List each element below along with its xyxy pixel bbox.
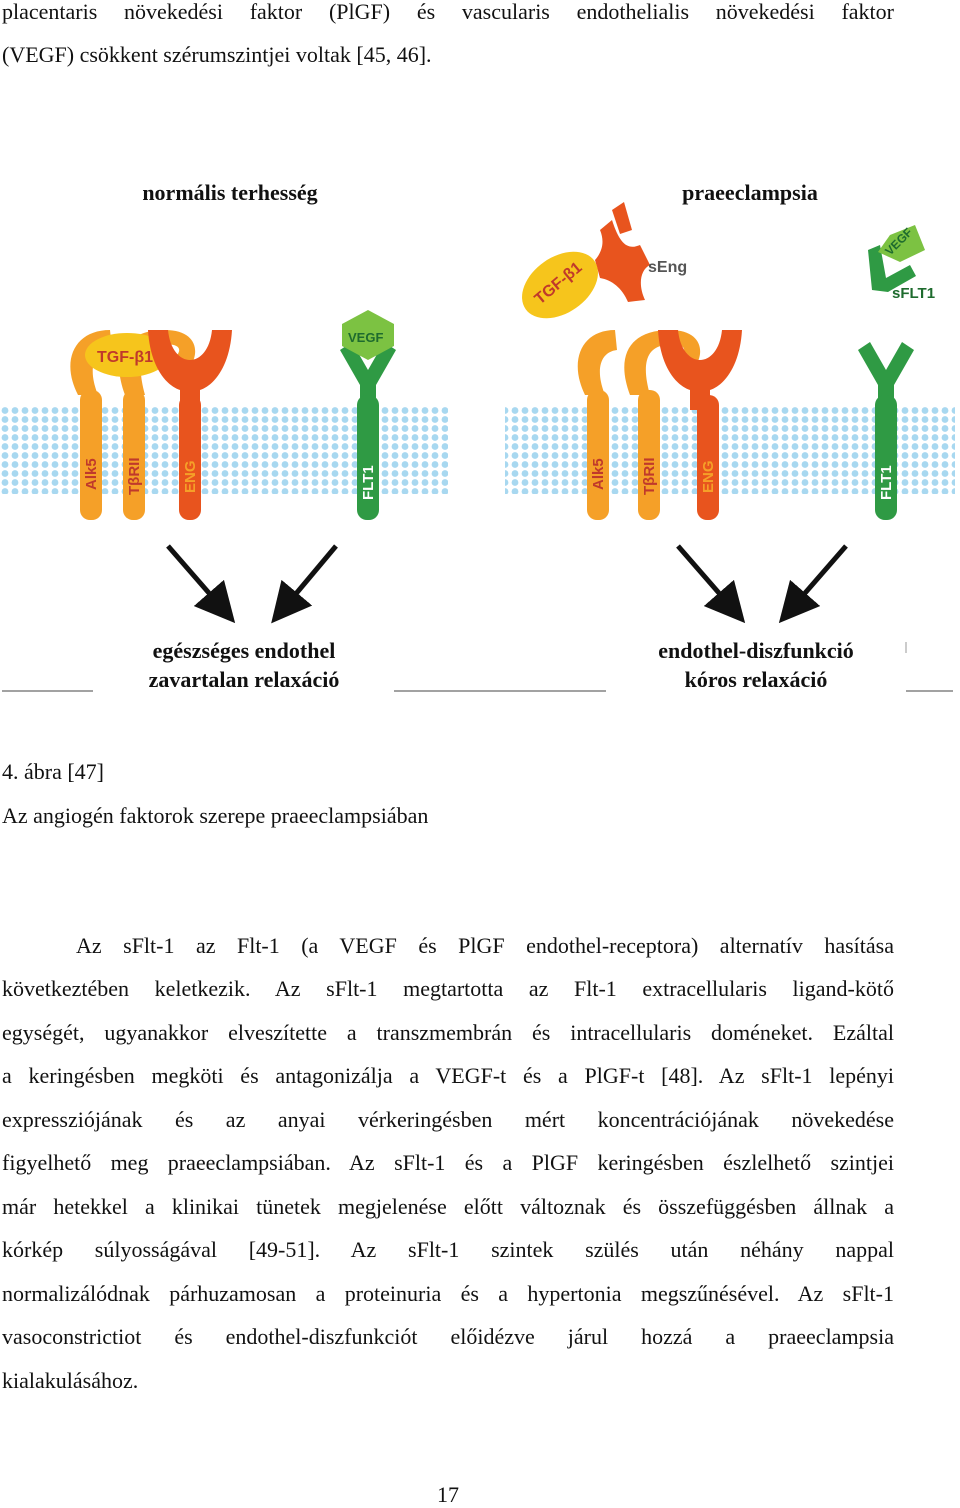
seng-label: sEng [648, 259, 687, 276]
sflt1-soluble-receptor: sFLT1 [868, 245, 935, 302]
paragraph-line: kialakulásához. [2, 1368, 139, 1393]
left-outcome-line-2: zavartalan relaxáció [148, 667, 340, 692]
flt1-receptor-left: FLT1 [340, 342, 396, 520]
flt1-receptor-right: FLT1 [858, 342, 914, 520]
arrow-left-1 [166, 544, 236, 624]
paragraph-line: normalizálódnak párhuzamosan a proteinur… [2, 1281, 894, 1306]
intro-text: placentaris növekedési faktor (PlGF) és … [2, 0, 894, 34]
right-outcome-line-1: endothel-diszfunkció [658, 638, 854, 663]
sflt1-label: sFLT1 [892, 285, 935, 302]
eng-receptor-right: ENG [658, 330, 742, 520]
flt1-label: FLT1 [878, 465, 895, 500]
figure-left-outcome: egészséges endothel zavartalan relaxáció [94, 636, 394, 694]
eng-label: ENG [700, 460, 717, 493]
paragraph-line: kórkép súlyosságával [49-51]. Az sFlt-1 … [2, 1237, 894, 1262]
paragraph-line: vasoconstrictiot és endothel-diszfunkció… [2, 1324, 894, 1349]
figure-right-title: praeeclampsia [682, 180, 818, 205]
flt1-label: FLT1 [360, 465, 377, 500]
arrow-right-2 [778, 544, 848, 624]
figure-right-outcome: endothel-diszfunkció kóros relaxáció [606, 636, 906, 694]
tbrii-label: TβRII [126, 458, 143, 496]
vegf-ligand-left: VEGF [342, 310, 394, 360]
left-outcome-line-1: egészséges endothel [152, 638, 336, 663]
tgf-label: TGF-β1 [97, 349, 153, 366]
alk5-label: Alk5 [83, 458, 100, 490]
arrow-left-2 [271, 544, 338, 624]
arrow-right-1 [676, 544, 746, 624]
alk5-receptor-right: Alk5 [577, 330, 617, 520]
angiogenic-factors-diagram: Alk5 TβRII TGF-β1 ENG FLT1 VEGF Alk5 TβR… [0, 202, 955, 692]
intro-line: placentaris növekedési faktor (PlGF) és … [2, 0, 894, 24]
cell-membrane-left [0, 406, 448, 494]
paragraph-line: már hetekkel a klinikai tünetek megjelen… [2, 1194, 894, 1219]
alk5-label: Alk5 [590, 458, 607, 490]
paragraph-line: figyelhető meg praeeclampsiában. Az sFlt… [2, 1150, 894, 1175]
eng-receptor-left: ENG [148, 330, 232, 520]
intro-line: (VEGF) csökkent szérumszintjei voltak [4… [2, 42, 432, 67]
tbrii-receptor-right: TβRII [624, 330, 701, 520]
tgf-beta1-ligand-left: TGF-β1 [85, 333, 169, 377]
tgf-beta1-ligand-right: TGF-β1 [522, 251, 598, 319]
vegf-label: VEGF [348, 330, 383, 345]
paragraph-line: expressziójának és az anyai vérkeringésb… [2, 1107, 894, 1132]
paragraph-line: a keringésben megköti és antagonizálja a… [2, 1063, 894, 1088]
figure-caption-title: Az angiogén faktorok szerepe praeeclamps… [2, 803, 429, 828]
page-number: 17 [437, 1482, 459, 1507]
paragraph-line: következtében keletkezik. Az sFlt-1 megt… [2, 976, 894, 1001]
eng-label: ENG [182, 460, 199, 493]
intro-text-end: (VEGF) csökkent szérumszintjei voltak [4… [2, 33, 894, 77]
paragraph-line: egységét, ugyanakkor elveszítette a tran… [2, 1020, 894, 1045]
figure-rules [2, 642, 953, 692]
tbrii-label: TβRII [641, 458, 658, 496]
right-outcome-line-2: kóros relaxáció [684, 667, 828, 692]
vegf-ligand-right: VEGF [878, 225, 925, 262]
paragraph-line: Az sFlt-1 az Flt-1 (a VEGF és PlGF endot… [76, 933, 894, 958]
figure-caption-number: 4. ábra [47] [2, 759, 105, 784]
figure-left-title: normális terhesség [142, 180, 318, 205]
seng-soluble-endoglin: sEng [595, 202, 687, 302]
